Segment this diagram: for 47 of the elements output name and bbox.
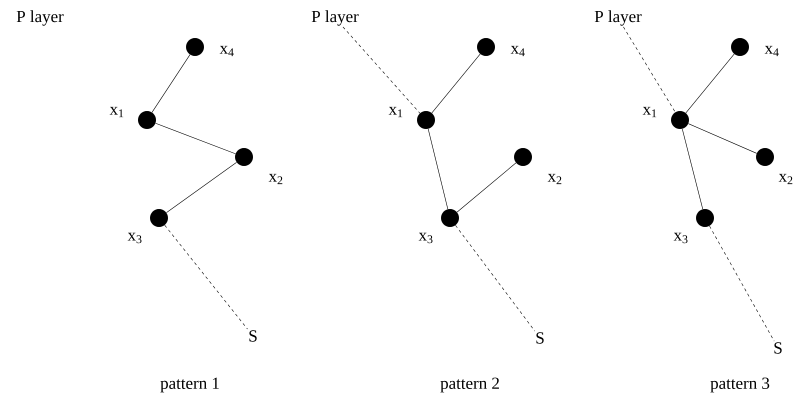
node-label: x$_{3}$	[128, 232, 142, 244]
connector-line	[432, 54, 480, 114]
connector-line	[682, 128, 704, 210]
connector-line	[155, 122, 236, 154]
circle-node	[756, 148, 774, 166]
node-text: P layer	[312, 10, 359, 26]
node-label: x$_{1}$	[388, 106, 402, 118]
circle-node	[235, 148, 253, 166]
connector-line	[428, 128, 448, 210]
node-text: S	[249, 330, 257, 342]
connector-line	[166, 162, 237, 213]
text-label: pattern 3	[710, 378, 770, 392]
text-label: P layer	[16, 10, 64, 26]
node-label: x$_{4}$	[764, 46, 779, 56]
circle-node	[696, 209, 714, 227]
node-label: x$_{1}$	[642, 106, 656, 118]
node-label: x$_{4}$	[510, 46, 525, 56]
circle-node	[417, 111, 435, 129]
circle-node	[731, 38, 749, 56]
connector-line	[152, 54, 190, 113]
text-label: pattern 1	[160, 378, 219, 392]
node-label: x$_{2}$	[548, 174, 562, 184]
circle-node	[138, 111, 156, 129]
node-label: x$_{3}$	[418, 232, 432, 244]
connector-line	[164, 224, 248, 330]
connector-line	[688, 123, 757, 154]
node-text: P layer	[594, 10, 642, 26]
text-label: pattern 2	[440, 378, 499, 392]
connector-line	[686, 54, 734, 114]
node-label: x$_{1}$	[110, 106, 124, 118]
circle-node	[150, 209, 168, 227]
connector-line	[456, 162, 516, 212]
circle-node	[514, 148, 532, 166]
circle-node	[477, 38, 495, 56]
node-text: S	[774, 342, 782, 354]
connector-line	[342, 26, 420, 114]
node-label: x$_{3}$	[674, 232, 688, 244]
circle-node	[441, 209, 459, 227]
node-label: x$_{4}$	[220, 46, 234, 56]
node-label: x$_{2}$	[268, 174, 282, 184]
circle-node	[186, 38, 204, 56]
connector-line	[709, 226, 774, 342]
node-text: S	[536, 332, 544, 344]
node-label: x$_{2}$	[778, 174, 792, 184]
connector-line	[455, 225, 536, 332]
connector-line	[623, 26, 676, 112]
circle-node	[671, 111, 689, 129]
